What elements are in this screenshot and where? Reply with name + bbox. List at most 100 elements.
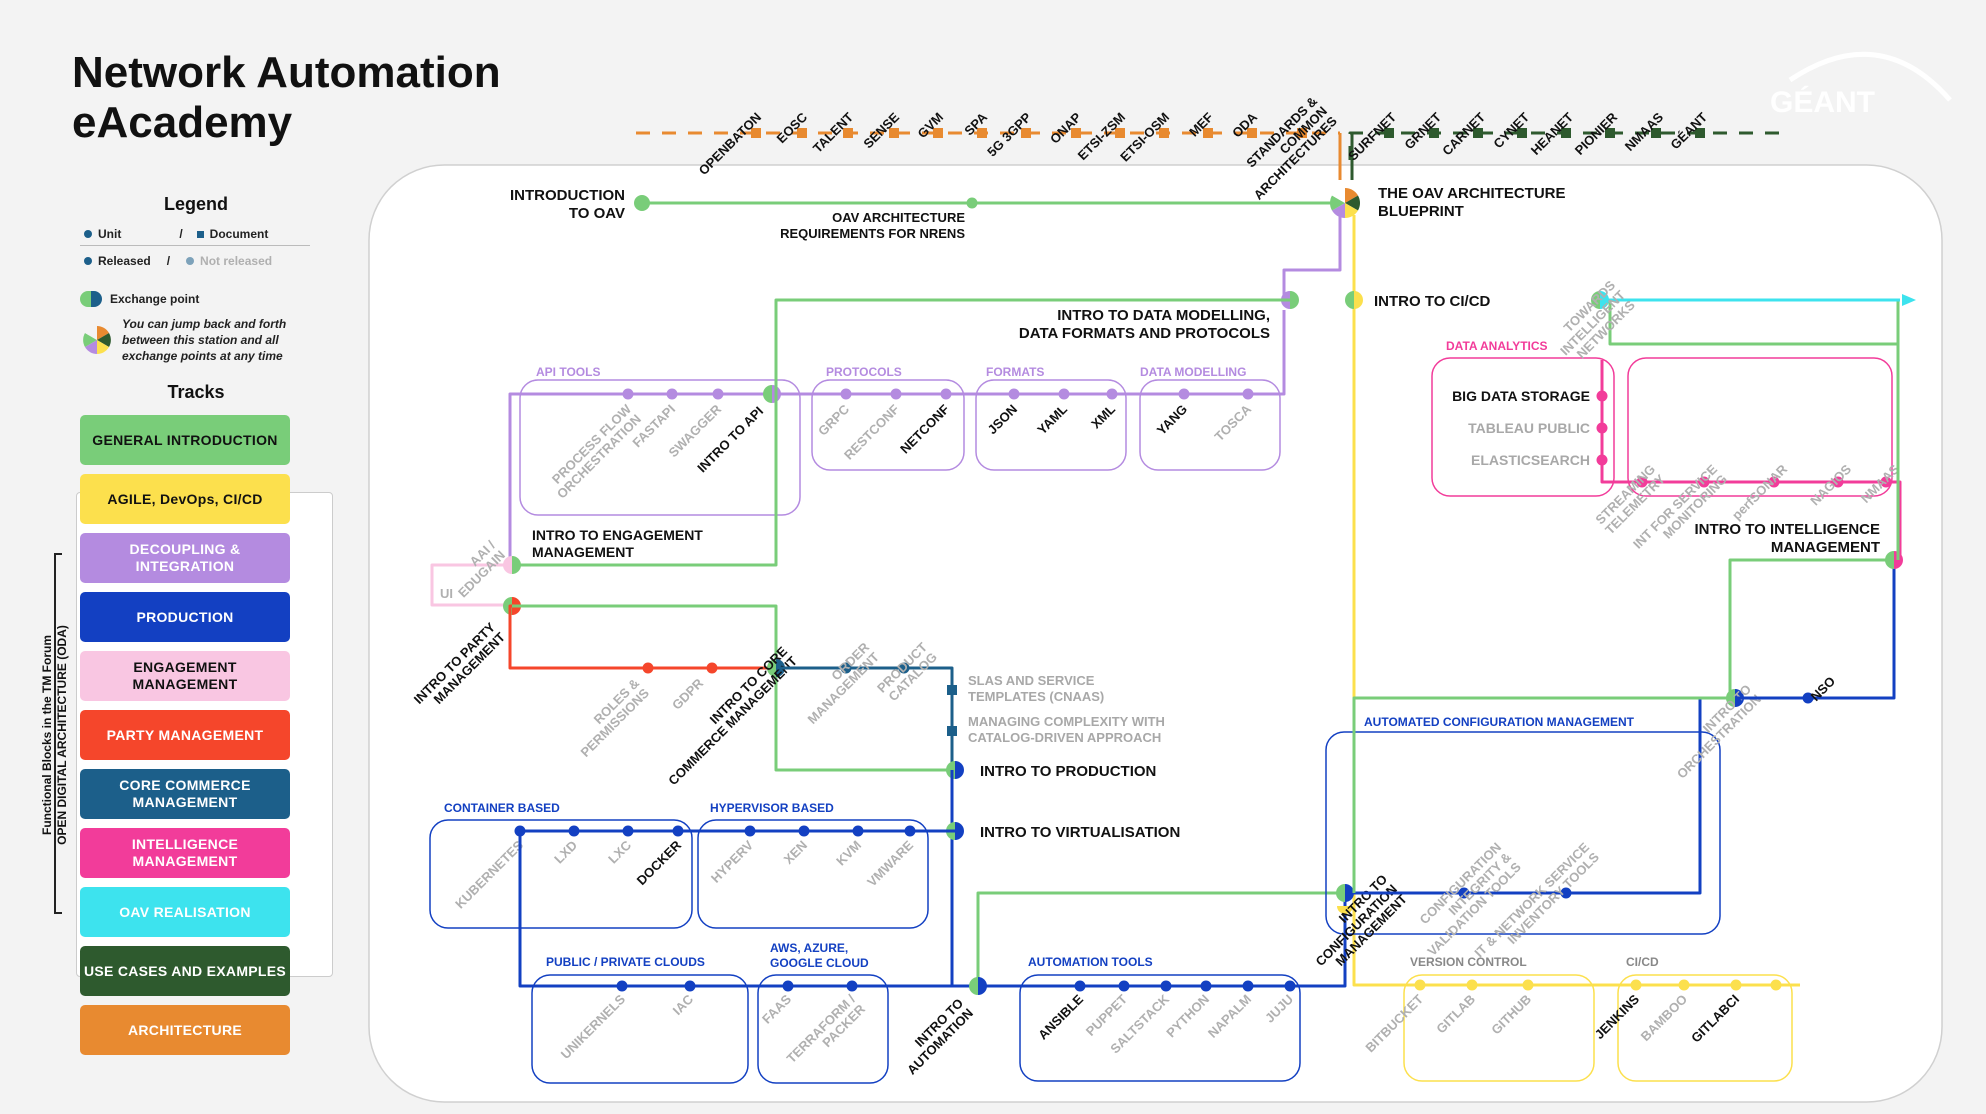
legend-exchange-label: Exchange point — [110, 292, 200, 306]
dot-at-4 — [1242, 980, 1254, 992]
dot-at-3 — [1200, 980, 1212, 992]
exchange-config-right — [1345, 884, 1354, 902]
jump-station-icon — [83, 326, 111, 354]
track-production[interactable]: PRODUCTION — [80, 592, 290, 642]
dot-dm-1 — [1242, 388, 1254, 400]
legend-released-label: Released — [98, 254, 151, 268]
dot-vc-2 — [1522, 979, 1534, 991]
data-modelling-group-label: DATA MODELLING — [1140, 365, 1246, 379]
title-line-1: Network Automation — [72, 48, 501, 97]
dot-roles — [642, 662, 654, 674]
track-engagement-management[interactable]: ENGAGEMENT MANAGEMENT — [80, 651, 290, 701]
formats-box — [975, 379, 1127, 471]
dot-nso — [1802, 692, 1814, 704]
data-analytics-box — [1431, 357, 1615, 497]
dot-dm-0 — [1178, 388, 1190, 400]
track-party-management[interactable]: PARTY MANAGEMENT — [80, 710, 290, 760]
general-to-engagement — [512, 298, 1290, 567]
exchange-point-icon — [80, 291, 102, 307]
config-agile-mark — [1337, 906, 1353, 914]
dot-hv-2 — [852, 825, 864, 837]
acm-label: AUTOMATED CONFIGURATION MANAGEMENT — [1364, 715, 1635, 729]
dot-at-0 — [1074, 980, 1086, 992]
track-oav-realisation[interactable]: OAV REALISATION — [80, 887, 290, 937]
aws-label: AWS, AZURE,GOOGLE CLOUD — [770, 941, 869, 970]
clouds-label: PUBLIC / PRIVATE CLOUDS — [546, 955, 705, 969]
exchange-cicd-right — [1354, 291, 1363, 309]
dot-tm-3 — [1832, 476, 1844, 488]
dot-hv-3 — [904, 825, 916, 837]
doc-11 — [1247, 128, 1257, 138]
dot-catalog — [898, 662, 910, 674]
automation-tools-box — [1019, 974, 1301, 1082]
track-use-cases-and-examples[interactable]: USE CASES AND EXAMPLES — [80, 946, 290, 996]
track-core-commerce-management[interactable]: CORE COMMERCE MANAGEMENT — [80, 769, 290, 819]
dot-tm-0 — [1636, 476, 1648, 488]
doc-g3 — [1517, 128, 1527, 138]
virtualisation-label: INTRO TO VIRTUALISATION — [980, 824, 1180, 841]
doc-6 — [1021, 128, 1031, 138]
exchange-towards-right — [1600, 291, 1609, 309]
aws-box — [757, 974, 889, 1084]
dot-integrity — [1458, 887, 1470, 899]
dot-ci-0 — [1630, 979, 1642, 991]
dot-ci-end — [1770, 979, 1782, 991]
protocols-box — [811, 379, 965, 471]
doc-3 — [889, 128, 899, 138]
ui-label: UI — [440, 586, 453, 601]
geant-logo-arc — [1788, 51, 1952, 102]
dot-ci-1 — [1678, 979, 1690, 991]
exchange-production-right — [955, 761, 964, 779]
jump-line-1: You can jump back and forth — [122, 317, 287, 331]
exchange-engagement-right — [512, 556, 521, 574]
legend-slash: / — [179, 227, 183, 241]
legend-unit-document: Unit / Document — [80, 223, 312, 245]
doc-g0 — [1384, 128, 1394, 138]
doc-1 — [797, 128, 807, 138]
track-intelligence-management[interactable]: INTELLIGENCE MANAGEMENT — [80, 828, 290, 878]
da-0: BIG DATA STORAGE — [1452, 388, 1590, 404]
dot-cl-1 — [684, 980, 696, 992]
dot-at-2 — [1160, 980, 1172, 992]
blueprint-hub-5 — [1332, 188, 1345, 203]
dot-oav-req — [966, 197, 978, 209]
dot-aws-0 — [782, 980, 794, 992]
unit-dot-icon — [84, 230, 92, 238]
track-decoupling-integration[interactable]: DECOUPLING & INTEGRATION — [80, 533, 290, 583]
not-released-dot-icon — [186, 257, 195, 265]
api-tools-box — [519, 379, 801, 516]
legend-jump: You can jump back and forth between this… — [80, 316, 312, 364]
dot-vc-0 — [1414, 979, 1426, 991]
doc-g7 — [1695, 128, 1705, 138]
legend-divider — [80, 245, 310, 246]
exchange-cicd-left — [1345, 291, 1354, 309]
dot-inventory — [1560, 887, 1572, 899]
top-label-onap: ONAP — [1047, 109, 1084, 146]
exchange-core-left — [767, 659, 776, 677]
legend-document: Document — [209, 227, 269, 241]
doc-standards — [1297, 128, 1307, 138]
container-label: CONTAINER BASED — [444, 801, 560, 815]
usecases-line — [1348, 131, 1790, 160]
clouds-box — [531, 974, 749, 1084]
legend-exchange: Exchange point — [80, 288, 312, 310]
geant-logo: GÉANT — [1770, 85, 1875, 119]
station-intro-oav — [634, 195, 650, 211]
dot-da-2 — [1596, 454, 1608, 466]
dot-vc-1 — [1466, 979, 1478, 991]
track-architecture[interactable]: ARCHITECTURE — [80, 1005, 290, 1055]
jump-line-3: exchange points at any time — [122, 349, 283, 363]
cicd-label: INTRO TO CI/CD — [1374, 293, 1491, 310]
dot-da-0 — [1596, 390, 1608, 402]
dot-tm-1 — [1698, 476, 1710, 488]
track-general-introduction[interactable]: GENERAL INTRODUCTION — [80, 415, 290, 465]
cloud-line — [518, 831, 978, 988]
nso-line — [1735, 560, 1896, 700]
decoupling-up — [1282, 210, 1342, 300]
general-to-automation — [976, 891, 1354, 986]
track-agile-devops-ci-cd[interactable]: AGILE, DevOps, CI/CD — [80, 474, 290, 524]
general-to-orchestration — [1352, 696, 1735, 893]
doc-g5 — [1605, 128, 1615, 138]
